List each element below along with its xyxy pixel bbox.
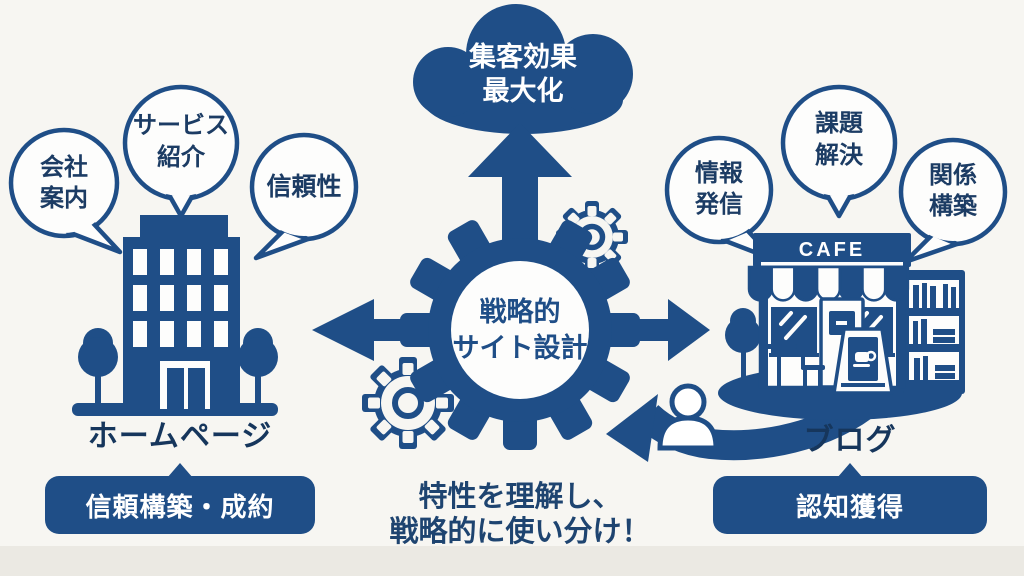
- cafe-storefront-icon: [718, 233, 965, 420]
- cloud-text: 集客効果 最大化: [398, 40, 648, 108]
- blog-value-box: 認知獲得: [713, 463, 987, 534]
- bubble-problem-solving-text: 課題 解決: [815, 110, 863, 169]
- gear-text-line2: サイト設計: [452, 333, 588, 363]
- cloud-text-line1: 集客効果: [469, 42, 577, 72]
- tree-icon: [725, 308, 761, 387]
- homepage-value-box: 信頼構築・成約: [45, 463, 315, 534]
- footer-message: 特性を理解し、 戦略的に使い分け！: [330, 480, 710, 550]
- coffee-cup-icon: [853, 350, 877, 367]
- speech-bubble-reliability: [249, 132, 359, 261]
- speech-bubble-service-intro: [122, 84, 240, 219]
- homepage-box-text: 信頼構築・成約: [85, 491, 275, 522]
- bottom-edge-band: [0, 546, 1024, 576]
- blog-box-text: 認知獲得: [795, 491, 904, 522]
- cafe-sign: [753, 233, 911, 267]
- gear-text-line1: 戦略的: [479, 297, 561, 327]
- table-chair-icon: [761, 337, 825, 388]
- footer-line2: 戦略的に使い分け！: [389, 516, 651, 548]
- speech-bubble-relationship: [898, 137, 1008, 265]
- main-gear-icon: [400, 210, 640, 450]
- speech-bubble-company-info: [8, 127, 123, 255]
- speech-bubble-info-sharing: [664, 135, 778, 263]
- bubble-info-sharing-text: 情報 発信: [695, 160, 743, 218]
- homepage-label: ホームページ: [87, 420, 273, 453]
- bookshelf-icon: [903, 270, 965, 394]
- sandwich-board-icon: [832, 327, 894, 395]
- homepage-box-notch: [167, 463, 193, 478]
- gear-hub-icon: [312, 123, 710, 450]
- tree-icon: [78, 328, 278, 409]
- footer-line1: 特性を理解し、: [418, 481, 622, 513]
- cafe-sign-text: CAFE: [798, 239, 866, 261]
- bubble-service-intro-text: サービス 紹介: [133, 112, 229, 171]
- blog-label: ブログ: [803, 424, 897, 457]
- bubble-company-info-text: 会社 案内: [40, 154, 88, 212]
- bubble-relationship-text: 関係 構築: [929, 162, 977, 220]
- person-icon: [657, 383, 719, 451]
- gear-text: 戦略的 サイト設計: [410, 294, 630, 366]
- awning-icon: [747, 265, 910, 302]
- cloud-icon: [413, 4, 633, 134]
- bubble-reliability-text: 信頼性: [266, 173, 342, 201]
- blog-box-notch: [837, 463, 863, 478]
- speech-bubble-problem-solving: [780, 84, 898, 219]
- office-building-icon: [72, 215, 278, 416]
- arrow-left-icon: [312, 299, 432, 361]
- arrow-right-icon: [608, 299, 710, 361]
- cloud-text-line2: 最大化: [482, 76, 564, 106]
- arrow-up-icon: [468, 123, 572, 247]
